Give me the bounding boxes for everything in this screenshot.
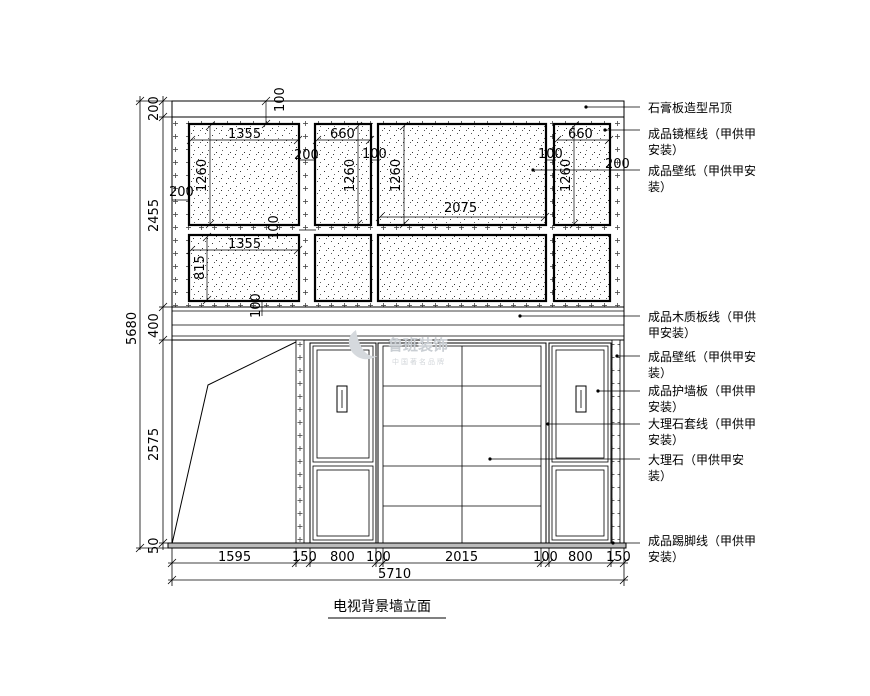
dim-left-200: 200 <box>147 96 162 121</box>
note-baseboard: 成品踢脚线（甲供甲安装） <box>648 533 756 564</box>
handle-right <box>575 385 587 413</box>
wallpaper-strip-right <box>611 339 621 547</box>
dim-top-100: 100 <box>273 87 288 112</box>
dim-bot-150a: 150 <box>292 550 317 565</box>
note-wall-panel: 成品护墙板（甲供甲安装） <box>648 384 756 414</box>
note-mirror-frame: 成品镜框线（甲供甲安装） <box>648 126 756 157</box>
mirror-panel-1 <box>187 122 301 227</box>
note-wallpaper-lower: 成品壁纸（甲供甲安装） <box>648 349 756 380</box>
dim-v-1260c: 1260 <box>389 159 404 192</box>
note-marble: 大理石（甲供甲安装） <box>648 452 744 483</box>
lower-wall <box>171 339 625 547</box>
dim-bot-150b: 150 <box>606 550 631 565</box>
dim-bot-100b: 100 <box>533 550 558 565</box>
dim-left-2455: 2455 <box>147 199 162 232</box>
baseboard <box>167 542 627 549</box>
leader-arrows <box>488 105 619 545</box>
mirror-panel-4 <box>552 122 612 227</box>
side-opening <box>171 339 301 545</box>
watermark-sub: 中国著名品牌 <box>392 357 446 366</box>
mirror-panel-3 <box>376 122 548 227</box>
ceiling-band <box>171 100 625 118</box>
internal-dim-lines <box>172 96 624 316</box>
wood-molding <box>171 306 625 341</box>
mirror-panel-7 <box>376 233 548 303</box>
upper-wall <box>171 100 625 308</box>
dim-v-1260b: 1260 <box>343 159 358 192</box>
dim-top-1355b: 1355 <box>228 237 261 252</box>
dim-left-5680: 5680 <box>125 312 140 345</box>
dim-gap-100a: 100 <box>362 147 387 162</box>
watermark-name: 鲁班装饰 <box>388 336 448 354</box>
dim-bot-800a: 800 <box>330 550 355 565</box>
note-wallpaper-upper: 成品壁纸（甲供甲安装） <box>648 163 756 194</box>
wallpaper-strip-left <box>295 339 305 547</box>
note-marble-trim: 大理石套线（甲供甲安装） <box>648 417 756 447</box>
dim-left-2575: 2575 <box>147 428 162 461</box>
wall-panel-left <box>309 342 377 544</box>
mirror-panel-2 <box>313 122 373 227</box>
dim-gap-200a: 200 <box>169 185 194 200</box>
note-ceiling: 石膏板造型吊顶 <box>648 100 732 115</box>
mirror-panel-8 <box>552 233 612 303</box>
dim-gap-200c: 200 <box>605 157 630 172</box>
dim-top-660b: 660 <box>568 127 593 142</box>
dim-v-815: 815 <box>193 255 208 280</box>
dim-gap-200b: 200 <box>294 148 319 163</box>
dim-bot-1595: 1595 <box>218 550 251 565</box>
bottom-dimensions <box>167 548 629 586</box>
dim-top-660a: 660 <box>330 127 355 142</box>
dim-left-50: 50 <box>147 537 162 554</box>
dim-gap-100b: 100 <box>538 147 563 162</box>
watermark-logo-icon <box>348 330 378 360</box>
dim-bot-5710: 5710 <box>378 567 411 582</box>
dim-left-400: 400 <box>147 313 162 338</box>
left-dimensions <box>135 96 172 553</box>
dim-top-2075: 2075 <box>444 201 477 216</box>
dim-bot-2015: 2015 <box>445 550 478 565</box>
dim-v-1260a: 1260 <box>195 159 210 192</box>
drawing-title: 电视背景墙立面 <box>333 599 431 615</box>
dim-v-1260d: 1260 <box>559 159 574 192</box>
leader-lines <box>490 106 640 544</box>
mirror-panel-6 <box>313 233 373 303</box>
handle-left <box>336 385 348 413</box>
dim-gap-100c: 100 <box>267 215 282 240</box>
watermark: 鲁班装饰 中国著名品牌 <box>348 330 448 366</box>
dim-gap-100d: 100 <box>249 293 264 318</box>
note-wood-molding: 成品木质板线（甲供甲安装） <box>648 310 756 340</box>
dim-bot-800b: 800 <box>568 550 593 565</box>
dim-top-1355: 1355 <box>228 127 261 142</box>
dim-bot-100a: 100 <box>366 550 391 565</box>
annotations: 石膏板造型吊顶 成品镜框线（甲供甲安装） 成品壁纸（甲供甲安装） 成品木质板线（… <box>648 100 756 564</box>
